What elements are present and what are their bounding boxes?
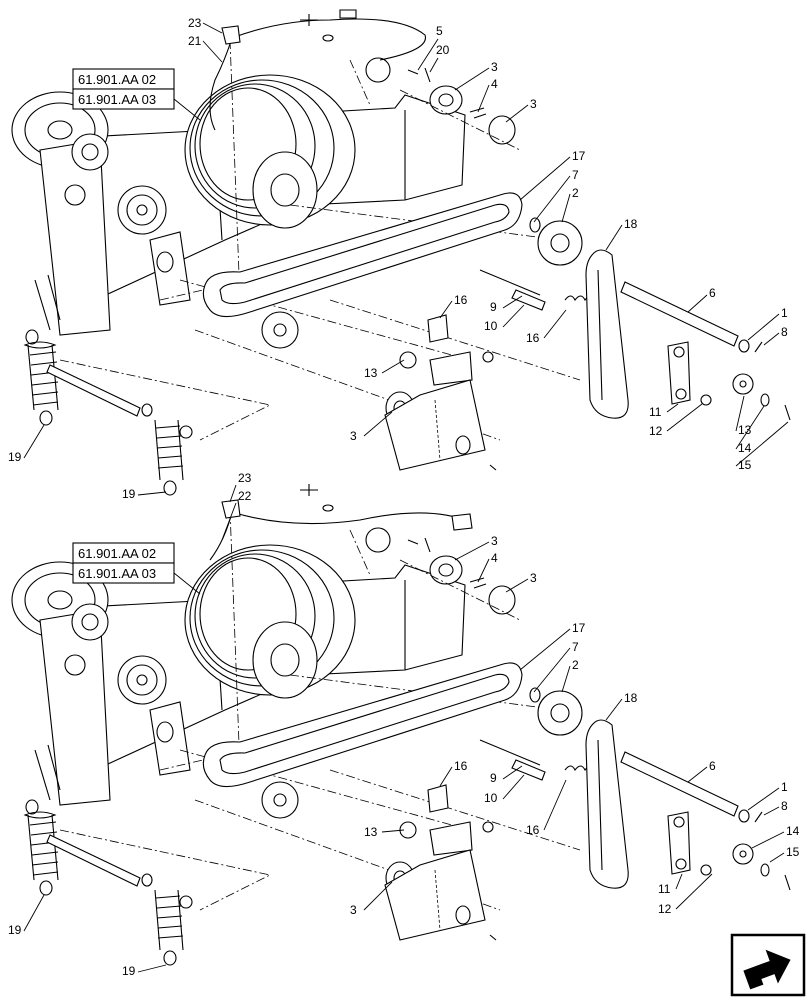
callout-label: 3 <box>491 534 498 548</box>
callout-label: 17 <box>572 621 586 635</box>
callout-label: 6 <box>709 286 716 300</box>
callout-label: 23 <box>188 16 202 30</box>
callout-label: 11 <box>658 882 671 896</box>
callout-label: 1 <box>781 780 788 794</box>
callout-label: 21 <box>188 34 202 48</box>
reference-box-bottom[interactable]: 61.901.AA 02 61.901.AA 03 <box>72 542 201 595</box>
callout-label: 17 <box>572 149 586 163</box>
callout-label: 13 <box>364 825 378 839</box>
callout-label: 11 <box>649 405 662 419</box>
callout-label: 10 <box>484 319 498 333</box>
wire-harness-top <box>209 18 426 131</box>
callout-label: 15 <box>738 458 752 472</box>
callout-label: 14 <box>786 824 800 838</box>
callout-label: 14 <box>738 441 752 455</box>
callout-label: 13 <box>364 366 378 380</box>
callout-label: 3 <box>491 60 498 74</box>
callout-label: 3 <box>350 429 357 443</box>
callout-label: 3 <box>530 97 537 111</box>
callout-label: 22 <box>238 489 252 503</box>
callout-label: 2 <box>572 658 579 672</box>
assembly-view-top <box>11 9 791 496</box>
callout-label: 3 <box>530 571 537 585</box>
callout-label: 13 <box>738 423 752 437</box>
callout-label: 16 <box>526 331 540 345</box>
callout-label: 18 <box>624 691 638 705</box>
callout-label: 12 <box>649 424 663 438</box>
callout-label: 4 <box>491 77 498 91</box>
callout-label: 1 <box>781 306 788 320</box>
callout-label: 7 <box>572 168 579 182</box>
callout-label: 15 <box>786 845 800 859</box>
reference-box-bottom-line-1[interactable]: 61.901.AA 02 <box>78 546 156 561</box>
reference-box-top-line-2[interactable]: 61.901.AA 03 <box>78 92 156 107</box>
callout-label: 2 <box>572 186 579 200</box>
callout-label: 16 <box>454 293 468 307</box>
callout-label: 7 <box>572 640 579 654</box>
callout-label: 8 <box>781 325 788 339</box>
callout-label: 9 <box>490 771 497 785</box>
callout-label: 19 <box>122 964 136 978</box>
callout-label: 12 <box>658 902 672 916</box>
callouts-bottom: 23 22 3 4 3 17 7 2 18 6 1 8 14 15 16 9 1… <box>8 471 800 978</box>
callout-label: 8 <box>781 799 788 813</box>
callout-label: 19 <box>122 487 136 501</box>
callout-label: 23 <box>238 471 252 485</box>
callout-label: 19 <box>8 450 22 464</box>
callout-label: 18 <box>624 217 638 231</box>
callout-label: 16 <box>526 823 540 837</box>
callout-label: 6 <box>709 759 716 773</box>
callout-label: 20 <box>436 43 450 57</box>
next-page-arrow-icon[interactable] <box>730 933 806 997</box>
callouts-top: 23 21 5 20 3 4 3 17 7 2 18 6 1 8 16 9 10… <box>8 16 789 501</box>
callout-label: 16 <box>454 759 468 773</box>
callout-label: 19 <box>8 923 22 937</box>
callout-label: 5 <box>436 24 443 38</box>
reference-box-top-line-1[interactable]: 61.901.AA 02 <box>78 72 156 87</box>
reference-box-bottom-line-2[interactable]: 61.901.AA 03 <box>78 566 156 581</box>
callout-label: 3 <box>350 903 357 917</box>
callout-label: 9 <box>490 300 497 314</box>
reference-box-top[interactable]: 61.901.AA 02 61.901.AA 03 <box>72 68 201 121</box>
callout-label: 4 <box>491 551 498 565</box>
callout-label: 10 <box>484 791 498 805</box>
